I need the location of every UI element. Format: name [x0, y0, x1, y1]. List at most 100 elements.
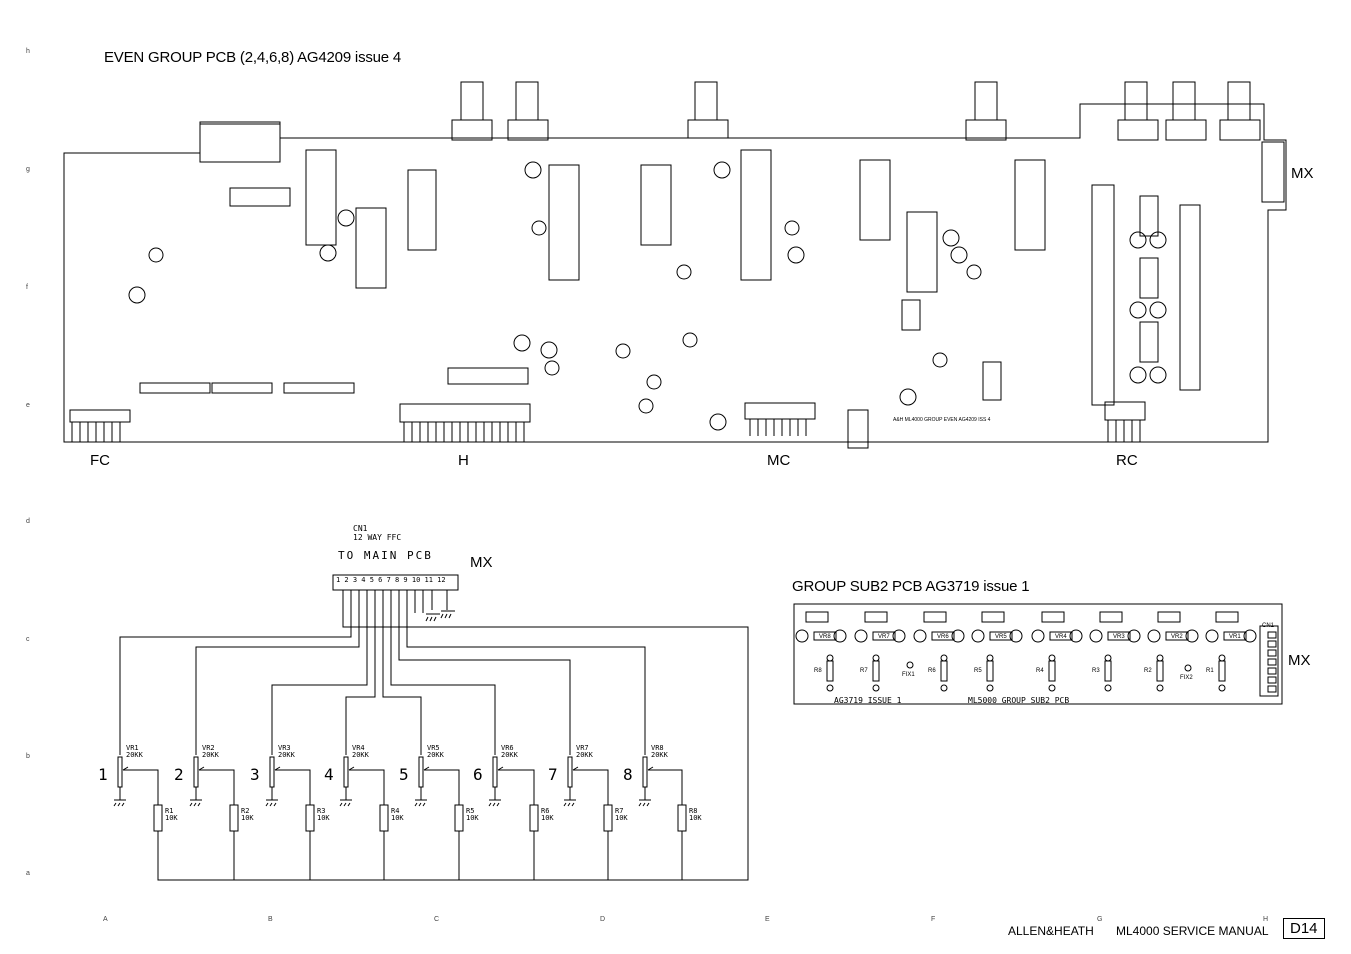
- vr-label: VR1: [126, 744, 139, 752]
- sub-pot-5: [1031, 611, 1083, 643]
- vr-label: VR3: [278, 744, 291, 752]
- resistor-value: 10K: [466, 814, 479, 822]
- sub-pcb-title: GROUP SUB2 PCB AG3719 issue 1: [792, 578, 1030, 595]
- ground-symbol: [563, 799, 576, 807]
- ground-symbol: [265, 799, 278, 807]
- col-mark-a: A: [103, 916, 108, 923]
- sub-pot-8: [1205, 611, 1257, 643]
- sub-resistor-7: [1156, 654, 1164, 692]
- footer-manual-title: ML4000 SERVICE MANUAL: [1116, 924, 1269, 938]
- sub-resistor-label: R1: [1206, 668, 1214, 674]
- fix-point-1: [906, 661, 914, 669]
- sub-silkscreen-issue: AG3719 ISSUE 1: [834, 696, 902, 705]
- vr-value: 20KK: [278, 751, 295, 759]
- page-number: D14: [1283, 918, 1325, 939]
- channel-number: 8: [623, 765, 633, 784]
- ground-symbol: [189, 799, 202, 807]
- fader-7: [859, 159, 891, 241]
- resistor-label: R2: [241, 807, 250, 815]
- sub-pcb-connector: [1259, 625, 1279, 697]
- channel-7-circuit: [563, 756, 613, 832]
- sub-pot-label: VR3: [1113, 634, 1125, 640]
- sub-fix-label: FIX2: [1180, 675, 1193, 681]
- main-pcb-title: EVEN GROUP PCB (2,4,6,8) AG4209 issue 4: [104, 49, 402, 66]
- channel-2-circuit: [189, 756, 239, 832]
- sub-resistor-8: [1218, 654, 1226, 692]
- resistor-value: 10K: [241, 814, 254, 822]
- connector-mx: [1261, 141, 1285, 203]
- channel-6-circuit: [488, 756, 539, 832]
- fader-8: [906, 211, 938, 293]
- channel-4-circuit: [339, 756, 389, 832]
- fader-4: [548, 164, 580, 281]
- ground-symbol: [488, 799, 501, 807]
- sub-pot-2: [854, 611, 906, 643]
- cn1-pin-numbers: 1 2 3 4 5 6 7 8 9 10 11 12: [336, 576, 446, 584]
- fader-2: [355, 207, 387, 289]
- resistor-label: R1: [165, 807, 174, 815]
- resistor-label: R5: [466, 807, 475, 815]
- sub-resistor-6: [1104, 654, 1112, 692]
- sub-resistor-label: R5: [974, 668, 982, 674]
- row-mark-b: b: [26, 753, 30, 760]
- sub-resistor-label: R4: [1036, 668, 1044, 674]
- sub-pot-label: VR7: [878, 634, 890, 640]
- col-mark-c: C: [434, 916, 440, 923]
- resistor-value: 10K: [541, 814, 554, 822]
- connector-rc: [1104, 401, 1146, 421]
- sub-resistor-label: R3: [1092, 668, 1100, 674]
- vr-value: 20KK: [651, 751, 668, 759]
- channel-number: 5: [399, 765, 409, 784]
- cn1-connector-body: [332, 574, 459, 591]
- sub-resistor-label: R2: [1144, 668, 1152, 674]
- fader-9: [1014, 159, 1046, 251]
- vr-label: VR2: [202, 744, 215, 752]
- fader-3: [407, 169, 437, 251]
- resistor-label: R4: [391, 807, 400, 815]
- col-mark-h: H: [1263, 916, 1269, 923]
- sub-pot-label: VR6: [937, 634, 949, 640]
- resistor-body: [454, 804, 464, 832]
- vr-value: 20KK: [352, 751, 369, 759]
- resistor-value: 10K: [391, 814, 404, 822]
- col-mark-b: B: [268, 916, 273, 923]
- channel-number: 7: [548, 765, 558, 784]
- channel-8-circuit: [638, 756, 687, 832]
- vr-label: VR7: [576, 744, 589, 752]
- fader-5: [640, 164, 672, 246]
- connector-mc: [744, 402, 816, 420]
- resistor-label: R6: [541, 807, 550, 815]
- ground-symbol: [339, 799, 352, 807]
- footer-brand: ALLEN&HEATH: [1008, 924, 1094, 938]
- channel-number: 6: [473, 765, 483, 784]
- ground-symbol: [113, 799, 126, 807]
- channel-1-circuit: [113, 756, 163, 832]
- connector-label-mx-schematic: MX: [470, 554, 493, 571]
- channel-number: 4: [324, 765, 334, 784]
- sub-pot-label: VR2: [1171, 634, 1183, 640]
- vr-value: 20KK: [576, 751, 593, 759]
- resistor-body: [379, 804, 389, 832]
- vr-label: VR5: [427, 744, 440, 752]
- connector-label-fc: FC: [90, 452, 110, 469]
- row-mark-g: g: [26, 166, 30, 173]
- resistor-value: 10K: [165, 814, 178, 822]
- sub-resistor-5: [1048, 654, 1056, 692]
- cn1-destination: TO MAIN PCB: [338, 549, 433, 562]
- resistor-value: 10K: [615, 814, 628, 822]
- resistor-label: R7: [615, 807, 624, 815]
- fader-1: [305, 149, 337, 246]
- cn1-name: CN1: [353, 524, 368, 533]
- sub-resistor-2: [872, 654, 880, 692]
- sub-pcb-outline: [793, 603, 1283, 705]
- sub-pot-4: [971, 611, 1023, 643]
- resistor-value: 10K: [317, 814, 330, 822]
- row-mark-h: h: [26, 48, 30, 55]
- pcb-outline: [63, 103, 1287, 443]
- resistor-body: [677, 804, 687, 832]
- connector-label-mx-top: MX: [1291, 165, 1314, 182]
- sub-silkscreen-name: ML5000 GROUP SUB2 PCB: [968, 696, 1070, 705]
- sub-fix-label: FIX1: [902, 672, 915, 678]
- vr-label: VR8: [651, 744, 664, 752]
